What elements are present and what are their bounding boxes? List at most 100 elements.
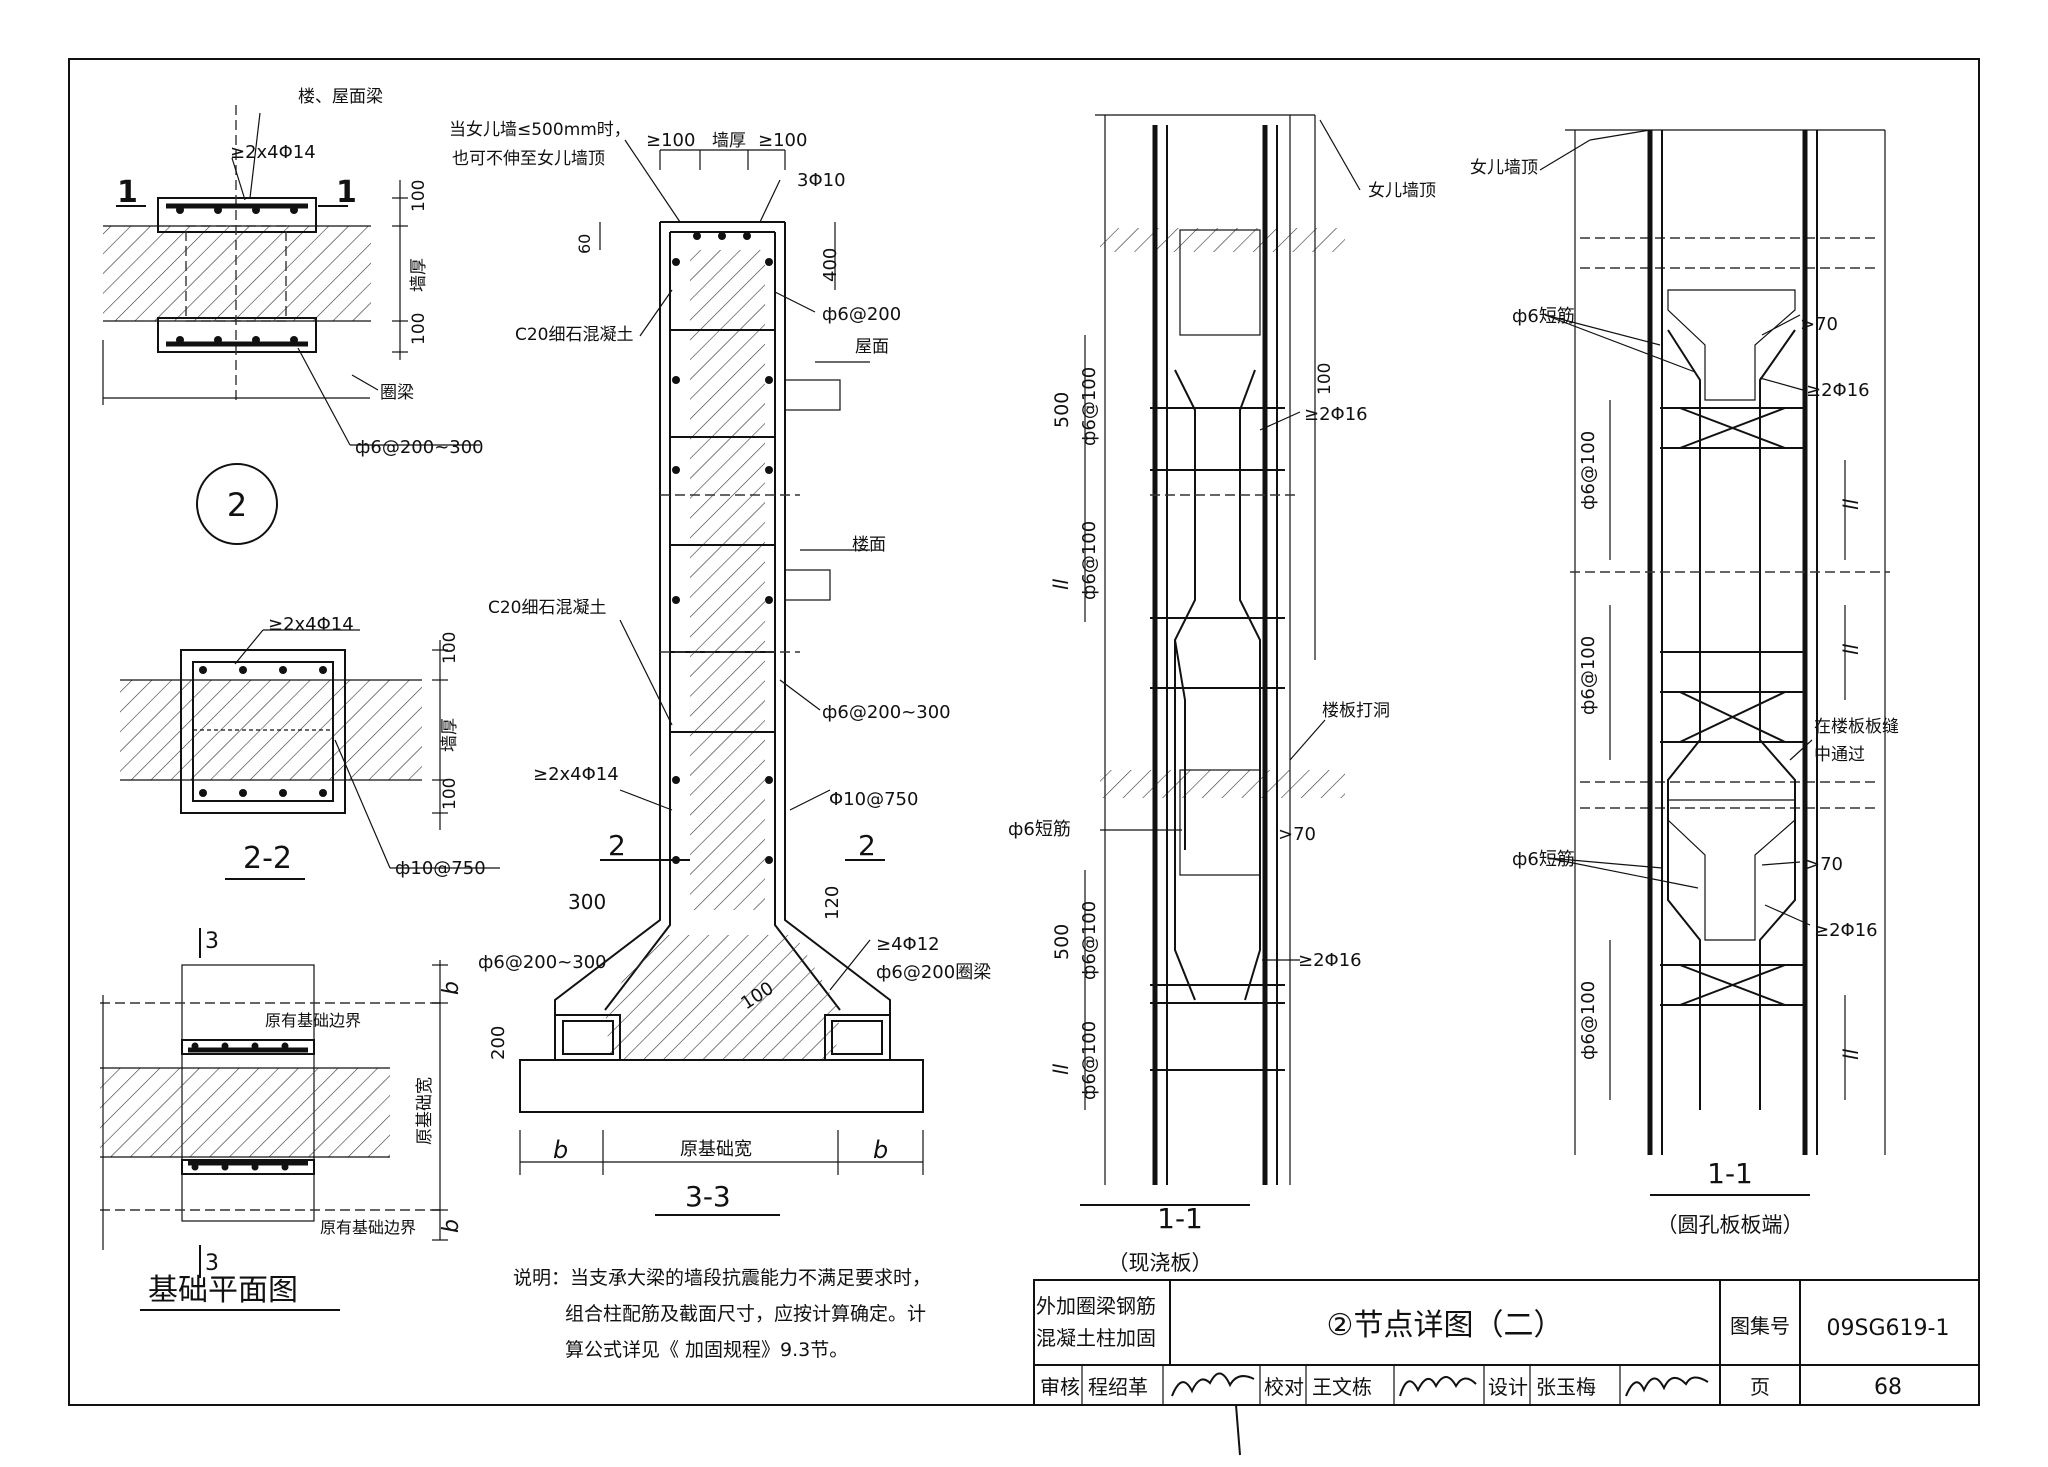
reviewer-signature bbox=[1171, 1372, 1255, 1397]
dim-b-plan-top: b bbox=[439, 981, 464, 995]
section-mark-1-right: 1 bbox=[336, 175, 357, 210]
section-mark-1-left: 1 bbox=[117, 175, 138, 210]
label-through-joint-2: 中通过 bbox=[1814, 745, 1865, 765]
foundation-plan: 3 3 原有基础边界 原有基础边界 b 原基础宽 b 基础平面图 bbox=[100, 928, 464, 1311]
dim-found-width: 原基础宽 bbox=[680, 1139, 752, 1160]
section-1-1-cast-slab: 女儿墙顶 100 500 ф6@100 ≥2Φ16 ll ф6@100 楼板打洞… bbox=[1008, 114, 1436, 1275]
label-phi6-100-a: ф6@100 bbox=[1079, 367, 1100, 446]
dim-wall-thickness-2-2: 墙厚 bbox=[440, 718, 460, 752]
section-title-2-2: 2-2 bbox=[243, 841, 292, 876]
section-title-1-1-b: 1-1 bbox=[1707, 1157, 1753, 1190]
label-top-rebar: ≥2x4Φ14 bbox=[230, 142, 316, 163]
label-through-joint-1: 在楼板板缝 bbox=[1814, 717, 1899, 737]
label-slab-hole: 楼板打洞 bbox=[1322, 701, 1390, 721]
title-atlas-no: 09SG619-1 bbox=[1827, 1316, 1950, 1341]
title-page-no: 68 bbox=[1874, 1375, 1902, 1400]
dim-ll-3: ll bbox=[1839, 498, 1863, 510]
dim-100-2-2-bottom: 100 bbox=[440, 778, 460, 810]
label-2phi16-3: ≥2Φ16 bbox=[1806, 380, 1870, 401]
label-floor: 楼面 bbox=[852, 535, 886, 555]
section-mark-3-top: 3 bbox=[205, 929, 219, 954]
dim-wall-thickness: 墙厚 bbox=[409, 258, 429, 292]
dim-ge100-left: ≥100 bbox=[646, 130, 695, 151]
label-phi6-100-g: ф6@100 bbox=[1578, 981, 1599, 1060]
label-stirrup-200-300: ф6@200~300 bbox=[355, 437, 484, 458]
section-3-3: 当女儿墙≤500mm时， 也可不伸至女儿墙顶 ≥100 墙厚 ≥100 3Φ10… bbox=[449, 120, 991, 1216]
section-mark-3-bottom: 3 bbox=[205, 1251, 219, 1276]
title-category-1: 外加圈梁钢筋 bbox=[1036, 1294, 1156, 1318]
section-1-1-hollow-slab: 女儿墙顶 ф6短筋 >70 ≥2Φ16 ф6@100 ll ф6@100 ll … bbox=[1470, 129, 1899, 1237]
label-phi6-100-e: ф6@100 bbox=[1578, 431, 1599, 510]
dim-200: 200 bbox=[488, 1026, 509, 1060]
dim-300: 300 bbox=[568, 890, 606, 914]
dim-found-width-plan: 原基础宽 bbox=[415, 1077, 435, 1145]
dim-100-1-1: 100 bbox=[1315, 363, 1335, 395]
detail-number: 2 bbox=[227, 486, 247, 524]
dim-ll-bottom: ll bbox=[1049, 1063, 1073, 1075]
title-designer: 张玉梅 bbox=[1536, 1375, 1596, 1399]
label-phi6-100-c: ф6@100 bbox=[1079, 901, 1100, 980]
label-phi6-100-b: ф6@100 bbox=[1079, 521, 1100, 600]
dim-500-bottom: 500 bbox=[1051, 924, 1073, 960]
section-mark-2-left: 2 bbox=[608, 829, 626, 862]
label-hollow-slab: （圆孔板板端） bbox=[1657, 1213, 1804, 1237]
designer-signature bbox=[1625, 1376, 1709, 1397]
label-phi6-100-d: ф6@100 bbox=[1079, 1021, 1100, 1100]
label-stirrup-base: ф6@200~300 bbox=[478, 952, 607, 973]
dim-ll-top: ll bbox=[1049, 578, 1073, 590]
section-title-3-3: 3-3 bbox=[685, 1180, 731, 1213]
title-block: 外加圈梁钢筋 混凝土柱加固 ②节点详图（二） 图集号 09SG619-1 审核 … bbox=[1033, 1279, 1980, 1406]
label-2phi16-4: ≥2Φ16 bbox=[1814, 920, 1878, 941]
title-foundation-plan: 基础平面图 bbox=[148, 1273, 298, 1308]
label-gt70-1: >70 bbox=[1278, 824, 1316, 845]
label-cast-slab: （现浇板） bbox=[1108, 1251, 1213, 1275]
label-phi6-short-2: ф6短筋 bbox=[1512, 306, 1575, 327]
note-line-1: 说明：当支承大梁的墙段抗震能力不满足要求时， bbox=[513, 1267, 931, 1289]
title-category-2: 混凝土柱加固 bbox=[1036, 1326, 1156, 1350]
label-rebar-col: ≥2x4Φ14 bbox=[533, 764, 619, 785]
title-page-label: 页 bbox=[1750, 1375, 1770, 1399]
section-mark-2-right: 2 bbox=[858, 829, 876, 862]
dim-b-right: b bbox=[873, 1136, 888, 1164]
note-line-2: 组合柱配筋及截面尺寸，应按计算确定。计 bbox=[565, 1303, 926, 1325]
label-2phi16-top: ≥2Φ16 bbox=[1304, 404, 1368, 425]
label-gt70-2: >70 bbox=[1800, 314, 1838, 335]
label-tie-col: Φ10@750 bbox=[829, 789, 918, 810]
label-phi6-short-1: ф6短筋 bbox=[1008, 819, 1071, 840]
label-4phi12: ≥4Φ12 bbox=[876, 934, 940, 955]
dim-120: 120 bbox=[822, 886, 843, 920]
tail-mark bbox=[1235, 1404, 1241, 1456]
dim-wall-thickness-3-3: 墙厚 bbox=[712, 131, 746, 151]
title-checker: 王文栋 bbox=[1312, 1375, 1372, 1399]
label-phi6-100-f: ф6@100 bbox=[1578, 636, 1599, 715]
dim-ge100-right: ≥100 bbox=[758, 130, 807, 151]
dim-100-bottom: 100 bbox=[409, 313, 429, 345]
title-atlas-label: 图集号 bbox=[1730, 1314, 1790, 1338]
label-c20-mid: C20细石混凝土 bbox=[488, 598, 607, 618]
title-design-label: 设计 bbox=[1488, 1375, 1528, 1399]
label-gt70-3: >70 bbox=[1805, 854, 1843, 875]
dim-b-plan-bottom: b bbox=[439, 1219, 464, 1233]
label-parapet-top-1: 女儿墙顶 bbox=[1368, 181, 1436, 201]
title-reviewer: 程绍革 bbox=[1088, 1375, 1148, 1399]
label-2phi16-bottom: ≥2Φ16 bbox=[1298, 950, 1362, 971]
label-3phi10: 3Φ10 bbox=[797, 170, 846, 191]
title-check-label: 校对 bbox=[1264, 1375, 1304, 1399]
label-found-boundary-2: 原有基础边界 bbox=[320, 1218, 416, 1237]
dim-60: 60 bbox=[575, 234, 594, 254]
detail-beam-section: 楼、屋面梁 ≥2x4Φ14 1 1 100 墙厚 100 圈梁 ф6@200~3… bbox=[102, 87, 484, 458]
section-2-2: ≥2x4Φ14 100 墙厚 100 ф10@750 2-2 bbox=[120, 614, 500, 880]
label-ring-stirrup: ф6@200圈梁 bbox=[876, 962, 991, 983]
dim-500-top: 500 bbox=[1051, 392, 1073, 428]
title-main: ②节点详图（二） bbox=[1327, 1308, 1564, 1343]
label-c20-top: C20细石混凝土 bbox=[515, 325, 634, 345]
label-stirrup-200: ф6@200 bbox=[822, 304, 901, 325]
label-roof: 屋面 bbox=[855, 337, 889, 357]
dim-ll-5: ll bbox=[1839, 1048, 1863, 1060]
dim-b-left: b bbox=[553, 1136, 568, 1164]
notes: 说明：当支承大梁的墙段抗震能力不满足要求时， 组合柱配筋及截面尺寸，应按计算确定… bbox=[513, 1267, 931, 1361]
label-stirrup-col: ф6@200~300 bbox=[822, 702, 951, 723]
note-parapet-1: 当女儿墙≤500mm时， bbox=[449, 120, 631, 140]
